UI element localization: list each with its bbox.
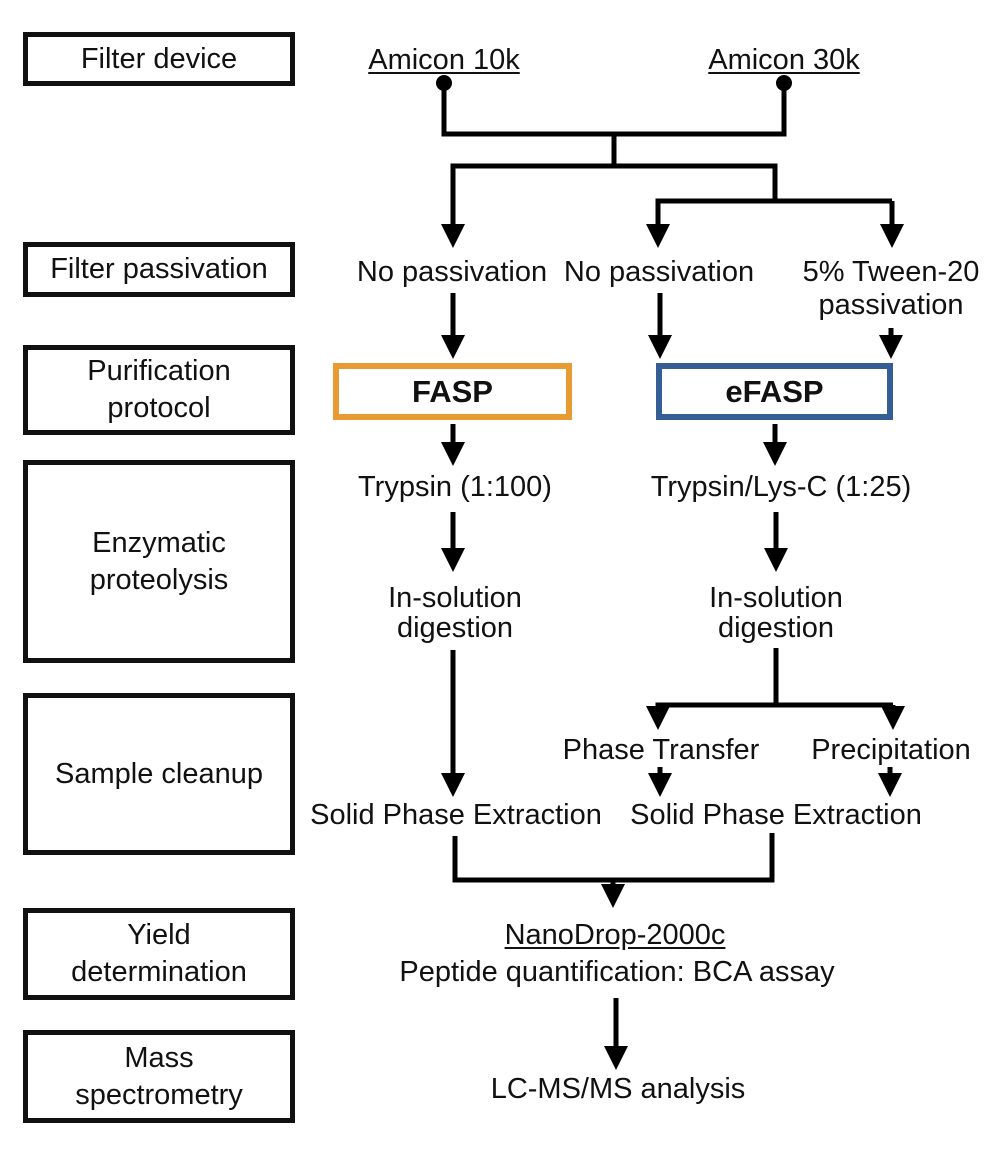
stage-box-yield-determination: Yield determination [23, 908, 295, 1000]
label-spe-right: Solid Phase Extraction [630, 799, 922, 831]
connector-split-left [441, 163, 778, 248]
label-in-solution-left: In-solution digestion [388, 583, 522, 643]
label-tween-line2: passivation [818, 289, 964, 321]
stage-label-line2: protocol [107, 392, 211, 424]
label-trypsin-efasp: Trypsin/Lys-C (1:25) [650, 471, 912, 503]
label-in-solution-line2: digestion [717, 612, 835, 644]
stage-label-line1: Yield [127, 919, 191, 951]
label-no-passivation-middle: No passivation [563, 256, 755, 288]
fasp-box: FASP [333, 363, 572, 420]
label-in-solution-line2: digestion [396, 612, 514, 644]
stage-box-sample-cleanup: Sample cleanup [23, 693, 295, 855]
label-lcms: LC-MS/MS analysis [490, 1073, 746, 1105]
label-tween-passivation: 5% Tween-20 passivation [803, 256, 980, 322]
label-peptide-quantification: Peptide quantification: BCA assay [399, 956, 835, 988]
stage-label: Filter device [80, 42, 238, 75]
stage-box-purification-protocol: Purification protocol [23, 345, 295, 435]
fasp-label: FASP [412, 373, 493, 409]
connector-split-right-mid [646, 198, 892, 248]
label-spe-left: Solid Phase Extraction [310, 799, 602, 831]
efasp-label: eFASP [725, 373, 824, 409]
stage-label-line2: spectrometry [75, 1078, 243, 1111]
stage-box-filter-passivation: Filter passivation [23, 242, 295, 297]
stage-label: Sample cleanup [55, 757, 263, 790]
stage-label-line1: Purification [87, 355, 231, 387]
connector-cleanup-split-left [646, 702, 893, 730]
label-tween-line1: 5% Tween-20 [802, 256, 980, 288]
connector-amicon-join [441, 83, 787, 137]
label-in-solution-line1: In-solution [709, 582, 843, 614]
stage-label-line1: Mass [124, 1041, 194, 1074]
label-phase-transfer: Phase Transfer [562, 734, 760, 766]
label-trypsin-fasp: Trypsin (1:100) [358, 471, 552, 503]
stage-box-enzymatic-proteolysis: Enzymatic proteolysis [23, 460, 295, 663]
stage-box-mass-spectrometry: Mass spectrometry [23, 1030, 295, 1123]
label-amicon-30k: Amicon 30k [708, 44, 860, 76]
stage-label: Filter passivation [50, 253, 268, 285]
stage-box-filter-device: Filter device [23, 32, 295, 86]
stage-label-line2: determination [71, 956, 247, 988]
label-in-solution-right: In-solution digestion [709, 583, 843, 643]
label-nanodrop: NanoDrop-2000c [504, 919, 726, 951]
connector-spe-merge [452, 833, 775, 883]
efasp-box: eFASP [656, 363, 893, 420]
stage-label-line2: proteolysis [89, 563, 229, 596]
stage-label-line1: Enzymatic [92, 526, 226, 559]
label-precipitation: Precipitation [811, 734, 971, 766]
label-no-passivation-left: No passivation [356, 256, 548, 288]
label-in-solution-line1: In-solution [388, 582, 522, 614]
label-amicon-10k: Amicon 10k [368, 44, 520, 76]
